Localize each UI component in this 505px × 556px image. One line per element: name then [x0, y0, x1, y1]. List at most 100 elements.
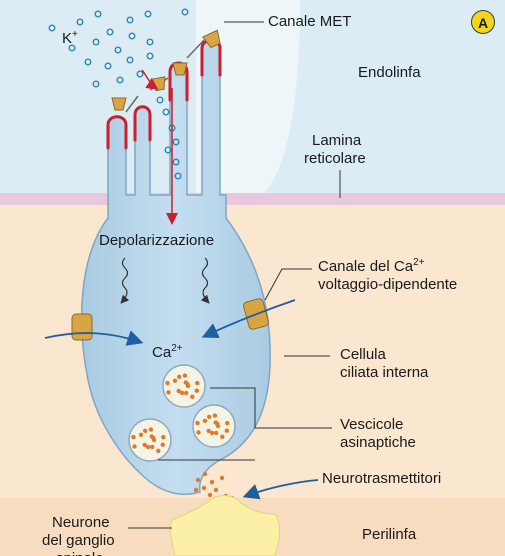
neurotransmitter-granule	[142, 442, 147, 448]
potassium-ion	[92, 38, 100, 46]
neurotransmitter-granule	[156, 448, 161, 453]
potassium-ion	[172, 138, 180, 146]
neurotransmitter-granule	[161, 434, 166, 440]
synaptic-vesicle	[162, 364, 206, 408]
met-channel-label: Canale MET	[268, 13, 352, 30]
calcium-influx-arrows	[44, 299, 296, 346]
calcium-symbol: Ca	[152, 344, 172, 361]
tectorial-shade	[196, 0, 300, 198]
potassium-ion	[116, 76, 124, 84]
depolarization-arrows	[120, 257, 210, 304]
k-entry-arrows	[141, 69, 178, 225]
neurotransmitter-granule	[176, 388, 181, 394]
ca-channel-label-line1: Canale del Ca2+	[318, 258, 424, 276]
perilymph-label: Perilinfa	[362, 526, 417, 543]
neuron-label-line1: Neurone	[52, 514, 110, 531]
neurotransmitter-granule	[207, 414, 212, 419]
ca-channel-charge: 2+	[413, 257, 425, 268]
potassium-ion	[92, 80, 100, 88]
neurotransmitter-granule	[190, 394, 195, 399]
potassium-ion	[146, 38, 154, 46]
potassium-ion	[136, 70, 144, 78]
potassium-ion	[172, 158, 180, 166]
neurotransmitter-granule	[196, 430, 201, 435]
potassium-ion	[174, 172, 182, 180]
neurotransmitter-granule	[184, 390, 189, 396]
neurotransmitters-label: Neurotrasmettitori	[322, 470, 442, 487]
neurotransmitter-granule	[138, 432, 144, 437]
potassium-ion	[162, 108, 170, 116]
potassium-ion	[146, 52, 154, 60]
potassium-ion	[114, 46, 122, 54]
released-neurotransmitter	[209, 479, 215, 485]
depolarization-label: Depolarizzazione	[99, 232, 215, 249]
potassium-ion	[106, 28, 114, 36]
released-neurotransmitter	[219, 475, 225, 481]
reticular-lamina-label-line2: reticolare	[304, 150, 366, 167]
neurotransmitter-granule	[172, 378, 178, 383]
synaptic-vesicle	[192, 404, 236, 448]
potassium-ion	[84, 58, 92, 66]
released-neurotransmitter	[213, 487, 219, 493]
neurotransmitter-granule	[209, 430, 215, 436]
potassium-ion	[126, 56, 134, 64]
potassium-ion	[94, 10, 102, 18]
potassium-ion	[48, 24, 56, 32]
neurotransmitter-granule	[206, 428, 211, 434]
released-neurotransmitter	[207, 492, 213, 498]
potassium-ion	[126, 16, 134, 24]
neurotransmitter-granule	[145, 444, 151, 450]
panel-badge: A	[471, 10, 495, 34]
neurotransmitter-arrow	[242, 479, 319, 500]
neurotransmitter-granule	[143, 428, 148, 433]
reticular-lamina-band	[0, 193, 505, 205]
ca-channel-text: Canale del Ca	[318, 258, 414, 275]
leader-lines	[128, 21, 341, 529]
released-neurotransmitter	[195, 477, 201, 483]
potassium-symbol: K	[62, 30, 73, 47]
neurotransmitter-granule	[224, 428, 229, 433]
calcium-label: Ca2+	[152, 344, 183, 362]
neurotransmitter-granule	[166, 390, 171, 395]
hair-cell-label-line2: ciliata interna	[340, 364, 429, 381]
neurotransmitter-granule	[225, 420, 230, 426]
potassium-label: K+	[62, 30, 78, 48]
neurotransmitter-granule	[194, 388, 199, 393]
neurotransmitter-granule	[212, 413, 218, 418]
neurotransmitter-granule	[150, 444, 155, 450]
hair-cell-label-line1: Cellula	[340, 346, 386, 363]
potassium-ion	[156, 96, 164, 104]
endolymph-label: Endolinfa	[358, 64, 421, 81]
neurotransmitter-granule	[165, 380, 170, 386]
potassium-charge: +	[72, 29, 78, 40]
neurotransmitter-granule	[220, 434, 225, 439]
neurotransmitter-granule	[148, 427, 154, 432]
potassium-ion	[68, 44, 76, 52]
neurotransmitter-granule	[179, 390, 185, 396]
neurotransmitter-granule	[132, 444, 137, 449]
vesicles-label-line2: asinaptiche	[340, 434, 416, 451]
neurotransmitter-granule	[195, 380, 200, 386]
neurotransmitter-granule	[177, 374, 182, 379]
neurotransmitter-granule	[182, 373, 188, 378]
released-neurotransmitter	[201, 485, 207, 491]
potassium-ion	[181, 8, 189, 16]
synaptic-vesicle	[128, 418, 172, 462]
neurotransmitter-granule	[213, 420, 218, 425]
vesicles	[128, 364, 236, 462]
calcium-charge: 2+	[171, 343, 183, 354]
potassium-ion	[104, 62, 112, 70]
neurotransmitter-granule	[160, 442, 165, 447]
spiral-ganglion-neuron	[169, 495, 280, 556]
neuron-label-line3: spinale	[56, 550, 104, 556]
neurotransmitter-granule	[131, 434, 136, 440]
neurotransmitter-granule	[195, 420, 200, 426]
released-neurotransmitter	[202, 471, 208, 477]
neurotransmitter-granule	[202, 418, 208, 423]
released-neurotransmitter	[193, 487, 199, 493]
vesicles-label-line1: Vescicole	[340, 416, 404, 433]
potassium-ion	[144, 10, 152, 18]
potassium-ion	[164, 146, 172, 154]
neurotransmitter-granule	[214, 430, 219, 436]
